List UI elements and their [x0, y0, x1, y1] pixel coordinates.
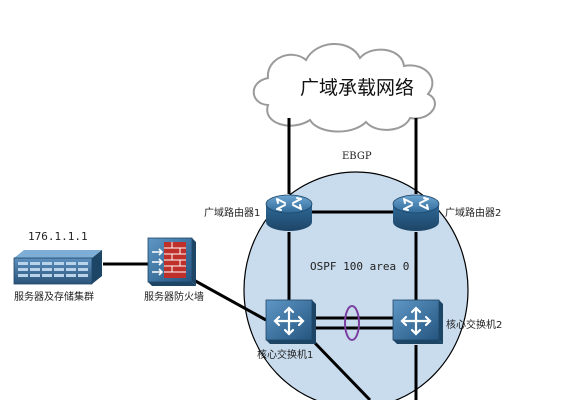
- ebgp-label: EBGP: [342, 151, 372, 162]
- switch-icon: [392, 299, 443, 344]
- cloud-label: 广域承载网络: [300, 77, 415, 99]
- lag-ring: [344, 305, 360, 341]
- switch-icon: [265, 299, 316, 344]
- router2-label: 广域路由器2: [445, 208, 502, 219]
- router-icon: [392, 194, 440, 231]
- firewall-label: 服务器防火墙: [144, 292, 204, 303]
- ospf-label: OSPF 100 area 0: [310, 260, 410, 273]
- switch2-label: 核心交换机2: [446, 320, 503, 331]
- switch1-label: 核心交换机1: [257, 350, 314, 361]
- link-s1-down: [310, 338, 372, 400]
- firewall-icon: [147, 237, 196, 286]
- server-rack-icon: [13, 250, 102, 285]
- ip-label: 176.1.1.1: [28, 230, 88, 243]
- server-label: 服务器及存储集群: [14, 292, 94, 303]
- router-icon: [265, 194, 313, 231]
- router1-label: 广域路由器1: [204, 208, 261, 219]
- link-fw-s1: [189, 276, 267, 322]
- cloud-icon: [252, 43, 436, 133]
